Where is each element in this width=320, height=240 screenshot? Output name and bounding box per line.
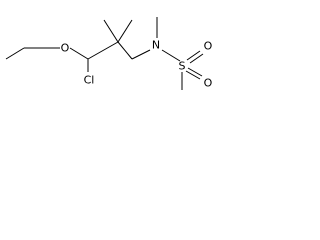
bond-sulfur-oxygen-top-a bbox=[186, 50, 201, 61]
atom-oxygen-ether: O bbox=[61, 42, 70, 55]
bond-oxygen-ch bbox=[69, 47, 89, 60]
atom-oxygen-sulfonyl-top: O bbox=[204, 40, 213, 53]
bond-quaternary-c-ch2 bbox=[117, 41, 133, 60]
bond-ch-quaternary-c bbox=[87, 41, 119, 60]
bond-nitrogen-sulfur bbox=[161, 49, 181, 62]
atom-oxygen-sulfonyl-bottom: O bbox=[204, 77, 213, 90]
bond-ethyl-ch3-ch2 bbox=[5, 47, 25, 60]
bond-quaternary-c-methyl-right bbox=[117, 19, 133, 43]
atom-nitrogen: N bbox=[152, 39, 160, 52]
bond-sulfur-oxygen-bottom-a bbox=[187, 67, 203, 77]
atom-chlorine: Cl bbox=[84, 74, 95, 87]
bond-quaternary-c-methyl-left bbox=[103, 19, 119, 43]
chemical-structure: O Cl N S O O bbox=[5, 17, 213, 90]
bond-skeleton bbox=[5, 17, 204, 90]
bond-sulfur-oxygen-bottom-b bbox=[185, 70, 201, 80]
bond-sulfur-oxygen-top-b bbox=[189, 53, 204, 64]
bond-ch2-nitrogen bbox=[131, 49, 151, 60]
atom-sulfur: S bbox=[179, 60, 186, 73]
atom-labels: O Cl N S O O bbox=[61, 39, 213, 90]
